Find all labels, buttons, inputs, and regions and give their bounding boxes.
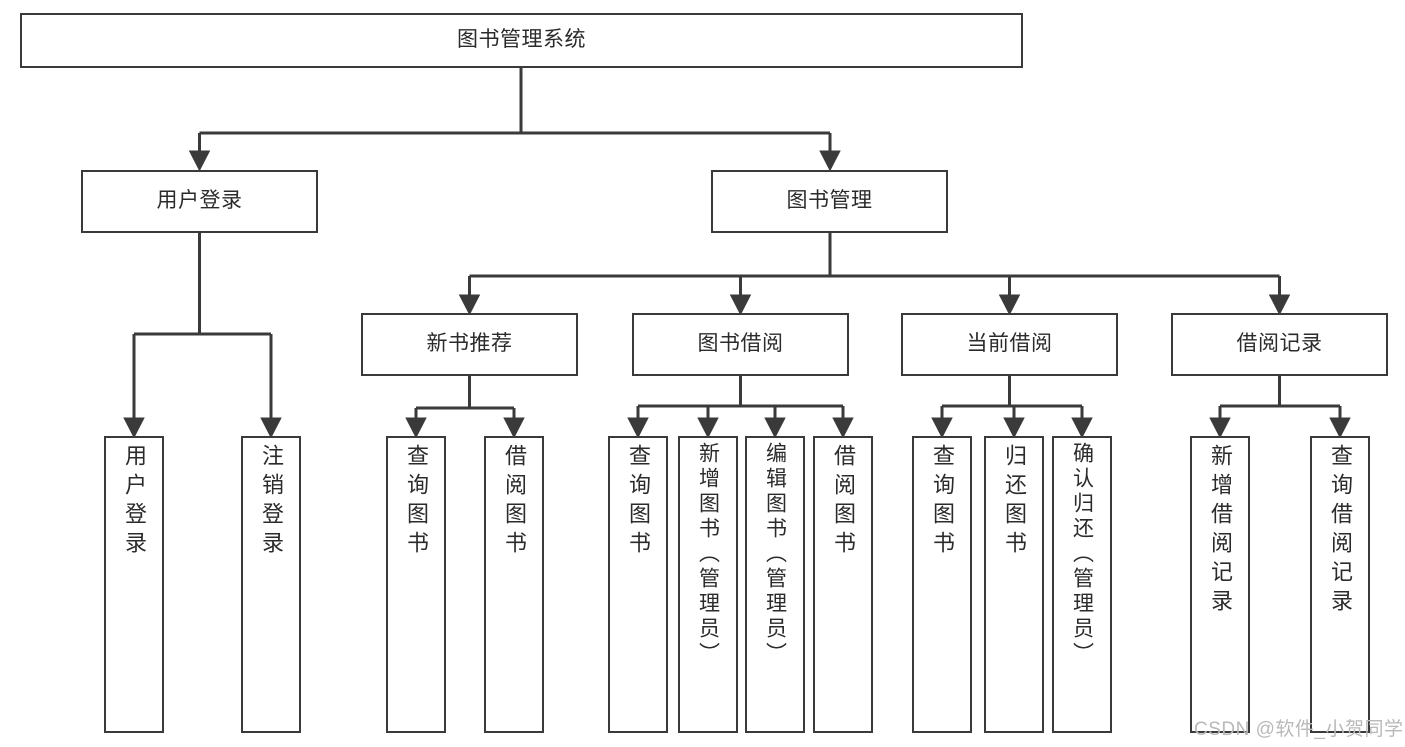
- node-label: 归还图书: [1002, 444, 1027, 560]
- leaf-borrow-edit-book-admin[interactable]: 编辑图书（管理员）: [745, 436, 805, 733]
- node-label: 编辑图书（管理员）: [763, 442, 787, 667]
- leaf-borrow-add-book-admin[interactable]: 新增图书（管理员）: [678, 436, 738, 733]
- node-borrow-record[interactable]: 借阅记录: [1171, 313, 1388, 376]
- node-label: 图书管理: [786, 189, 873, 213]
- leaf-record-query[interactable]: 查询借阅记录: [1310, 436, 1370, 733]
- leaf-record-add[interactable]: 新增借阅记录: [1190, 436, 1250, 733]
- leaf-recommend-query-book[interactable]: 查询图书: [386, 436, 446, 733]
- leaf-user-login[interactable]: 用户登录: [104, 436, 164, 733]
- leaf-current-query-book[interactable]: 查询图书: [912, 436, 972, 733]
- node-label: 图书借阅: [697, 332, 784, 356]
- leaf-borrow-lend-book[interactable]: 借阅图书: [813, 436, 873, 733]
- node-label: 查询图书: [626, 444, 651, 560]
- csdn-watermark: CSDN @软件_小贺同学: [1194, 719, 1404, 740]
- leaf-user-logout[interactable]: 注销登录: [241, 436, 301, 733]
- node-current-borrow[interactable]: 当前借阅: [901, 313, 1118, 376]
- node-label: 用户登录: [122, 444, 147, 560]
- node-label: 确认归还（管理员）: [1070, 442, 1094, 667]
- leaf-current-return-book[interactable]: 归还图书: [984, 436, 1044, 733]
- node-label: 注销登录: [259, 444, 284, 560]
- node-label: 新增图书（管理员）: [696, 442, 720, 667]
- node-root-system[interactable]: 图书管理系统: [20, 13, 1023, 68]
- node-label: 借阅图书: [502, 444, 527, 560]
- node-book-management[interactable]: 图书管理: [711, 170, 948, 233]
- node-user-login[interactable]: 用户登录: [81, 170, 318, 233]
- node-label: 查询借阅记录: [1328, 444, 1353, 618]
- leaf-recommend-borrow-book[interactable]: 借阅图书: [484, 436, 544, 733]
- node-label: 借阅图书: [831, 444, 856, 560]
- node-label: 新书推荐: [426, 332, 513, 356]
- node-label: 新增借阅记录: [1208, 444, 1233, 618]
- node-label: 查询图书: [930, 444, 955, 560]
- node-new-book-recommend[interactable]: 新书推荐: [361, 313, 578, 376]
- node-label: 当前借阅: [966, 332, 1053, 356]
- node-label: 用户登录: [156, 189, 243, 213]
- node-label: 借阅记录: [1236, 332, 1323, 356]
- node-label: 查询图书: [404, 444, 429, 560]
- leaf-borrow-query-book[interactable]: 查询图书: [608, 436, 668, 733]
- leaf-current-confirm-return-admin[interactable]: 确认归还（管理员）: [1052, 436, 1112, 733]
- node-label: 图书管理系统: [457, 28, 586, 52]
- node-book-borrow[interactable]: 图书借阅: [632, 313, 849, 376]
